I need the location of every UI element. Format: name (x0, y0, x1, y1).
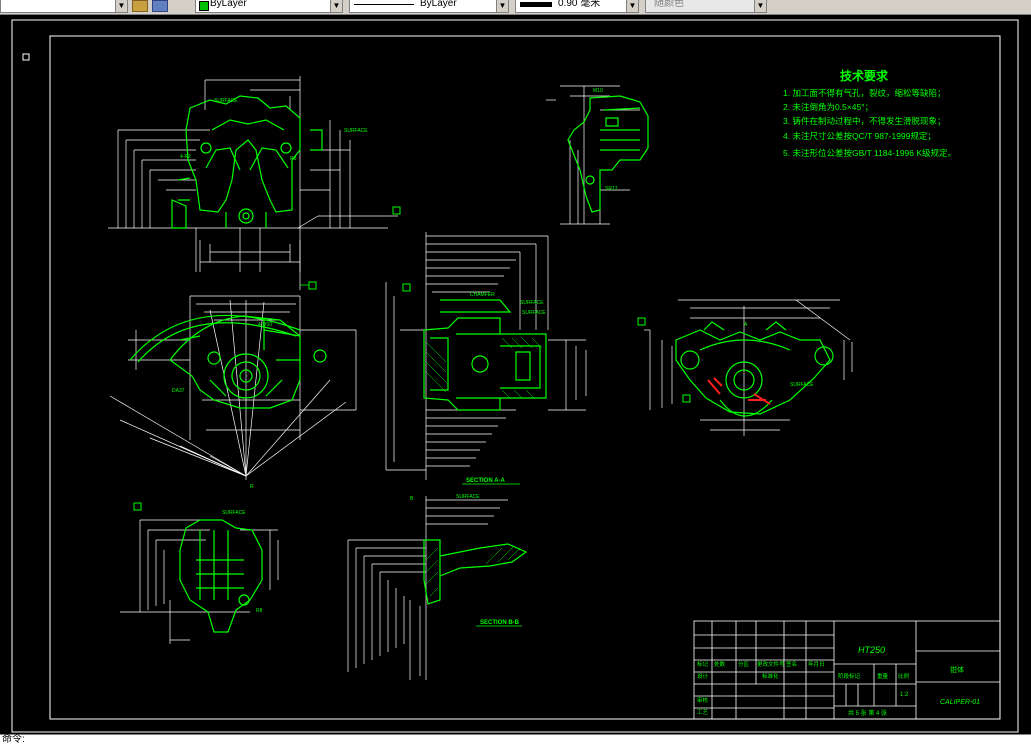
row-design: 设计 (697, 672, 709, 680)
view-bottom-left: SURFACE R8 (120, 502, 279, 644)
svg-text:SR17: SR17 (605, 186, 618, 192)
svg-text:4-R2: 4-R2 (180, 154, 191, 160)
sheet-outer-frame (11, 19, 1019, 733)
tech-req-item-4: 4. 未注尺寸公差按QC/T 987-1999规定； (783, 131, 936, 141)
svg-text:B: B (410, 496, 414, 502)
header-signature: 签名 (786, 660, 797, 668)
plotstyle-combo[interactable]: 随颜色 ▼ (645, 0, 767, 13)
view-section-bb: B SURFACE SECTION B-B (347, 494, 528, 680)
technical-requirements: 技术要求 1. 加工面不得有气孔，裂纹，缩松等缺陷； 2. 未注倒角为0.5×4… (783, 68, 956, 158)
linetype-value: ByLayer (420, 0, 457, 9)
properties-toolbar: ▼ ByLayer ▼ ByLayer ▼ 0.90 毫米 ▼ 随颜色 ▼ (0, 0, 1031, 15)
svg-text:A: A (744, 322, 748, 328)
section-bb-label: SECTION B-B (480, 620, 520, 626)
datum-marker (133, 502, 142, 511)
svg-text:SURFACE: SURFACE (214, 98, 238, 104)
lineweight-value: 0.90 毫米 (558, 0, 601, 9)
svg-text:SURFACE: SURFACE (222, 510, 246, 516)
svg-text:R: R (250, 484, 254, 490)
svg-text:SURFACE: SURFACE (344, 128, 368, 134)
command-line[interactable]: 命令: (0, 734, 1031, 748)
datum-marker (637, 317, 646, 326)
svg-text:SURFACE: SURFACE (790, 382, 814, 388)
header-count: 处数 (714, 660, 726, 668)
datum-marker (402, 283, 411, 292)
tech-req-item-2: 2. 未注倒角为0.5×45°； (783, 102, 873, 112)
tech-req-item-5: 5. 未注形位公差按GB/T 1184-1996 K级规定。 (783, 148, 956, 158)
lineweight-combo[interactable]: 0.90 毫米 ▼ (515, 0, 639, 13)
linetype-combo[interactable]: ByLayer ▼ (349, 0, 509, 13)
svg-text:R8: R8 (290, 156, 297, 162)
svg-text:4-M10: 4-M10 (258, 322, 272, 328)
svg-text:M10: M10 (593, 88, 603, 94)
svg-text:CHAMFER: CHAMFER (470, 292, 495, 298)
datum-marker (682, 394, 691, 403)
model-space-canvas[interactable]: SURFACE 4-R2 R8 SURFACE (0, 15, 1031, 734)
row-standard: 标准化 (762, 672, 779, 680)
row-process: 工艺 (697, 709, 709, 716)
chevron-down-icon[interactable]: ▼ (330, 0, 342, 12)
header-mark: 标记 (697, 660, 709, 668)
view-right: A SURFACE (637, 299, 853, 436)
part-name-text: 钳体 (950, 665, 964, 674)
col-weight: 重量 (877, 672, 889, 680)
drawing-number-text: CALIPER-01 (940, 699, 980, 706)
title-block: HT250 钳体 CALIPER-01 1:2 共 5 张 第 4 张 标记 处… (693, 620, 1001, 720)
color-swatch-icon (199, 1, 209, 11)
tech-req-item-3: 3. 铸件在制动过程中，不得发生滑脱现象； (783, 116, 945, 126)
ucs-marker-icon (22, 53, 30, 61)
svg-text:SURFACE: SURFACE (522, 310, 546, 316)
color-value: ByLayer (210, 0, 247, 9)
header-date: 年月日 (808, 660, 825, 668)
sheet-info-text: 共 5 张 第 4 张 (848, 709, 887, 717)
svg-text:SURFACE: SURFACE (456, 494, 480, 500)
linetype-preview-icon (354, 4, 414, 5)
chevron-down-icon[interactable]: ▼ (115, 0, 127, 12)
svg-text:R8: R8 (256, 608, 263, 614)
datum-marker (392, 206, 401, 215)
chevron-down-icon[interactable]: ▼ (626, 0, 638, 12)
view-section-aa: SURFACE SURFACE CHAMFER SECTION A-A (385, 232, 587, 485)
section-aa-label: SECTION A-A (466, 478, 505, 484)
lineweight-preview-icon (520, 2, 552, 7)
col-stage: 阶段标记 (838, 672, 861, 680)
layer-states-icon[interactable] (132, 0, 148, 12)
material-text: HT250 (858, 645, 885, 655)
header-change-doc: 更改文件号 (757, 660, 785, 668)
layer-combo-tail[interactable]: ▼ (0, 0, 128, 13)
sheet-inner-frame (49, 35, 1001, 720)
svg-text:DA37: DA37 (172, 388, 185, 394)
header-zone: 分区 (738, 660, 750, 668)
plotstyle-value: 随颜色 (654, 0, 684, 9)
chevron-down-icon[interactable]: ▼ (496, 0, 508, 12)
row-review: 审核 (697, 696, 709, 704)
layer-previous-icon[interactable] (152, 0, 168, 12)
datum-marker (308, 281, 317, 290)
color-combo[interactable]: ByLayer ▼ (195, 0, 343, 13)
col-scale: 比例 (898, 672, 910, 680)
scale-text: 1:2 (900, 692, 909, 698)
tech-req-title: 技术要求 (840, 68, 889, 83)
svg-text:SURFACE: SURFACE (520, 300, 544, 306)
view-top-middle: M10 SR17 (546, 85, 649, 225)
chevron-down-icon[interactable]: ▼ (754, 0, 766, 12)
tech-req-item-1: 1. 加工面不得有气孔，裂纹，缩松等缺陷； (783, 88, 945, 98)
view-top-left: SURFACE 4-R2 R8 SURFACE (108, 76, 401, 290)
command-prompt: 命令: (2, 734, 25, 745)
view-middle-left: DA37 4-M10 R (109, 295, 357, 490)
